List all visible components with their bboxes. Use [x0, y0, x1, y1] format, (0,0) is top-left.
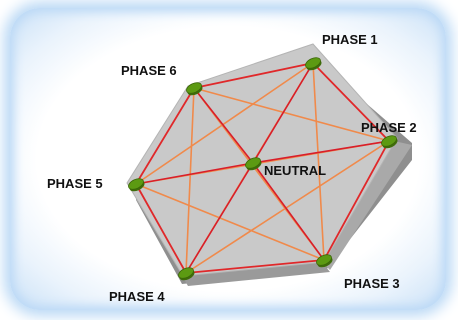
hexagon-plate-edge	[322, 141, 412, 270]
line-phase3-phase4	[185, 259, 325, 274]
line-phase5-phase6	[135, 87, 195, 185]
line-phase3-phase5	[135, 183, 325, 261]
node-phase2	[381, 135, 397, 147]
line-neutral-phase4	[185, 162, 254, 274]
line-neutral-phase5	[135, 162, 254, 185]
label-phase-4: PHASE 4	[109, 289, 165, 304]
node-phase6	[186, 82, 202, 94]
line-neutral-phase2	[252, 140, 390, 164]
label-phase-3: PHASE 3	[344, 276, 400, 291]
line-phase4-phase5	[135, 183, 187, 274]
node-phase4	[178, 267, 194, 279]
line-phase2-phase4	[185, 140, 390, 274]
line-phase4-phase6	[185, 87, 195, 274]
node-phase5	[128, 178, 144, 190]
label-phase-1: PHASE 1	[322, 32, 378, 47]
connection-nodes	[128, 57, 398, 281]
line-neutral-phase3	[252, 162, 325, 261]
line-phase6-phase1	[193, 62, 314, 89]
line-phase1-phase5	[135, 62, 314, 185]
node-phase3	[316, 254, 332, 266]
node-phase1	[305, 57, 321, 69]
label-neutral: NEUTRAL	[264, 163, 326, 178]
hexagon-plate-bottom	[182, 262, 330, 286]
node-neutral	[245, 157, 261, 169]
label-phase-2: PHASE 2	[361, 120, 417, 135]
line-neutral-phase6	[193, 87, 254, 164]
label-phase-6: PHASE 6	[121, 63, 177, 78]
connection-lines	[135, 62, 390, 274]
line-phase1-phase2	[312, 62, 390, 142]
line-phase2-phase6	[193, 87, 390, 142]
line-phase2-phase3	[323, 140, 390, 261]
line-neutral-phase1	[252, 62, 314, 164]
label-phase-5: PHASE 5	[47, 176, 103, 191]
line-phase1-phase3	[312, 62, 325, 261]
